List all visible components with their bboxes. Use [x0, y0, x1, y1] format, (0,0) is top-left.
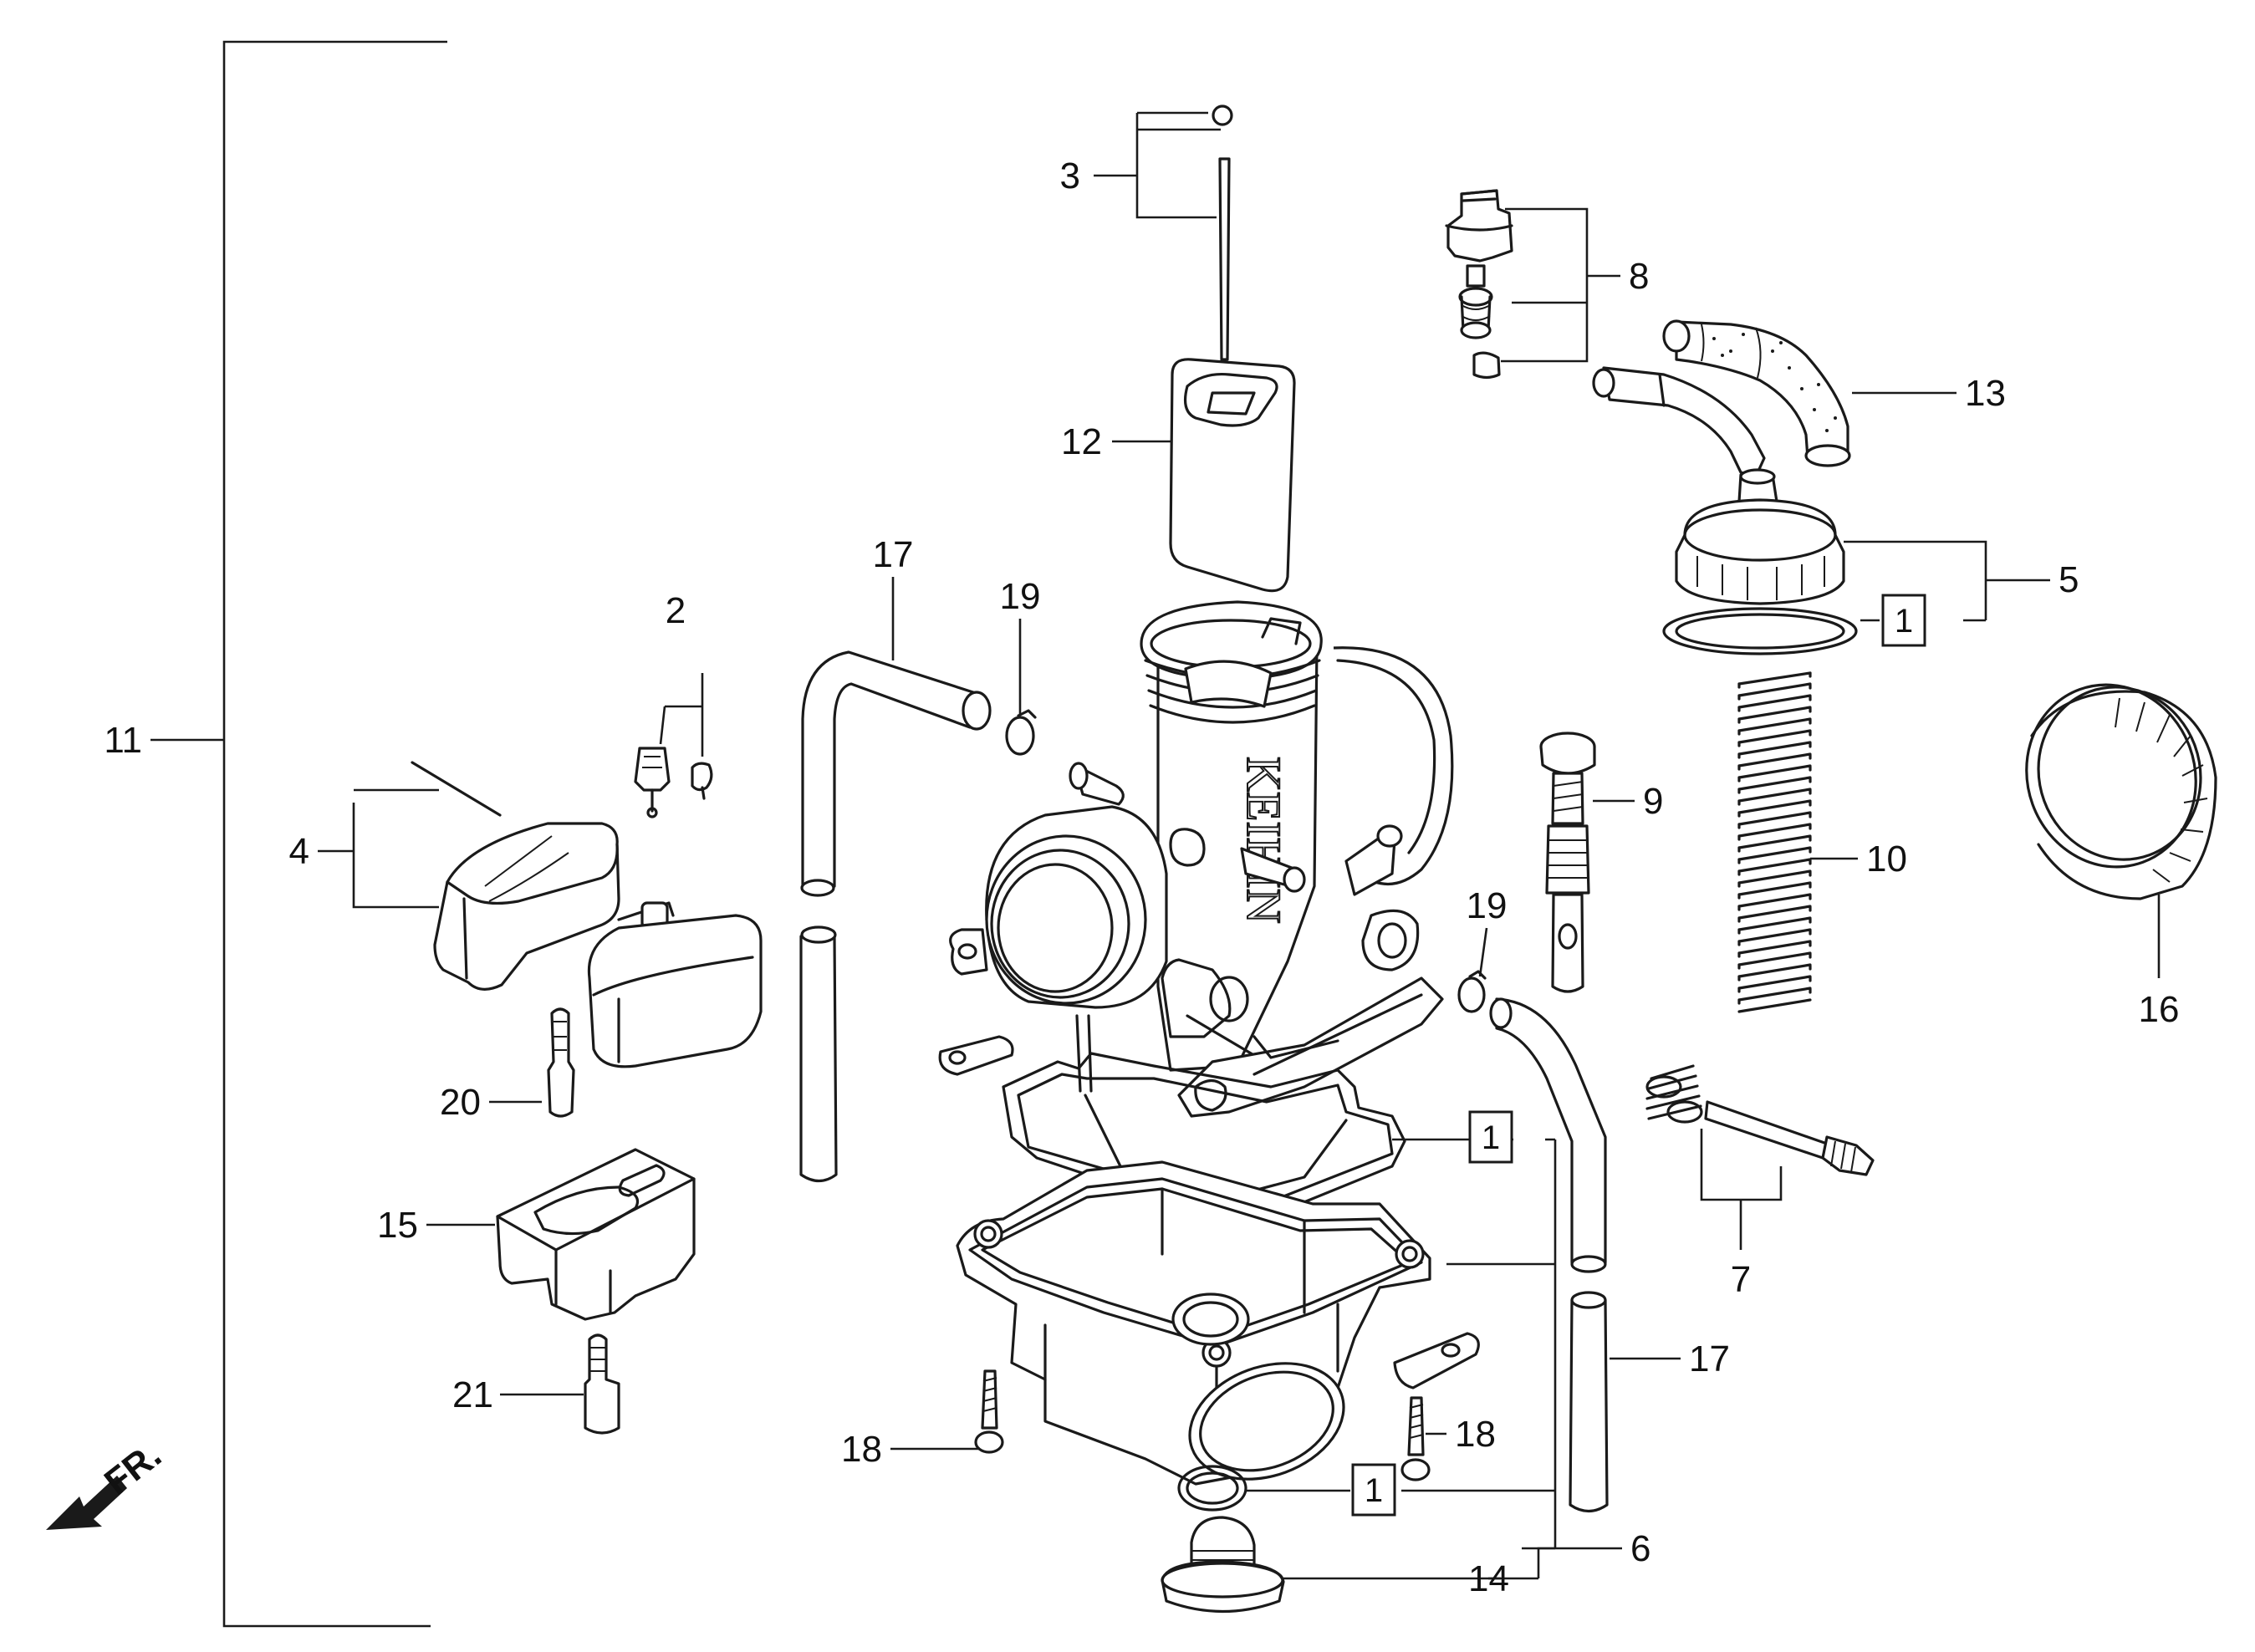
ref-box-1-oring — [1351, 1463, 1396, 1517]
ref-box-1-top-label: 1 — [1895, 603, 1913, 640]
label-16: 16 — [2139, 989, 2180, 1030]
label-8: 8 — [1629, 256, 1649, 297]
throttle-spring-part-10 — [1737, 671, 1812, 1013]
label-18-right: 18 — [1455, 1414, 1496, 1455]
baffle-plate-part-15 — [496, 1148, 696, 1321]
carburetor-top-part-5 — [1662, 468, 1858, 655]
label-5: 5 — [2059, 559, 2079, 600]
label-2: 2 — [666, 590, 686, 631]
label-12: 12 — [1061, 421, 1102, 462]
leader-lines — [318, 111, 2161, 1580]
pilot-jet-part-20 — [547, 1007, 575, 1118]
label-7: 7 — [1731, 1259, 1751, 1300]
label-10: 10 — [1866, 839, 1907, 880]
tube-clip-part-19-right — [1457, 970, 1487, 1013]
main-jet-part-21 — [584, 1333, 620, 1435]
screw-part-18-left — [974, 1369, 1004, 1454]
air-funnel-band-part-16 — [2025, 683, 2217, 900]
label-17-right: 17 — [1689, 1338, 1730, 1379]
label-17-left: 17 — [873, 534, 914, 575]
overflow-tube-part-17-left — [799, 650, 992, 1183]
front-direction-marker: FR. — [46, 1435, 169, 1530]
part-number-labels: 3 12 8 13 5 9 10 16 7 17 18 6 14 18 17 1… — [104, 156, 2179, 1599]
front-arrow-icon — [46, 1476, 127, 1530]
label-19-left: 19 — [1000, 576, 1041, 617]
float-valve-part-2 — [634, 747, 713, 818]
overflow-tube-part-17-right — [1489, 997, 1609, 1513]
ref-box-1-oring-label: 1 — [1365, 1472, 1383, 1509]
ref-box-1-gasket — [1468, 1110, 1513, 1164]
float-part-4 — [411, 761, 763, 1068]
label-21: 21 — [452, 1374, 493, 1415]
label-18-left: 18 — [841, 1429, 882, 1470]
assembly-bracket-11 — [151, 40, 447, 1628]
label-20: 20 — [440, 1082, 481, 1123]
label-15: 15 — [377, 1205, 418, 1246]
drain-plug-part-14 — [1161, 1465, 1285, 1614]
label-4: 4 — [289, 831, 309, 872]
throttle-stop-screw-part-7 — [1645, 1064, 1875, 1176]
label-3: 3 — [1060, 156, 1080, 196]
vent-tube-part-13 — [1592, 319, 1851, 478]
carburetor-body: KEIHIN — [949, 600, 1454, 1118]
ref-box-1-gasket-label: 1 — [1482, 1119, 1500, 1156]
jet-needle-part-3 — [1212, 105, 1233, 361]
tube-clip-part-19-left — [1005, 709, 1037, 756]
label-6: 6 — [1630, 1528, 1650, 1569]
idle-screw-part-9 — [1539, 732, 1596, 993]
label-14: 14 — [1468, 1558, 1509, 1599]
label-11: 11 — [104, 720, 142, 761]
label-9: 9 — [1643, 781, 1663, 822]
label-13: 13 — [1965, 373, 2006, 414]
float-bowl — [938, 1035, 1480, 1486]
screw-part-18-right — [1400, 1396, 1431, 1481]
throttle-valve-part-12 — [1169, 358, 1296, 593]
label-19-right: 19 — [1467, 885, 1508, 926]
brand-logo: KEIHIN — [1237, 757, 1291, 924]
air-screw-part-8 — [1445, 189, 1513, 380]
ref-box-1-top — [1881, 594, 1926, 647]
